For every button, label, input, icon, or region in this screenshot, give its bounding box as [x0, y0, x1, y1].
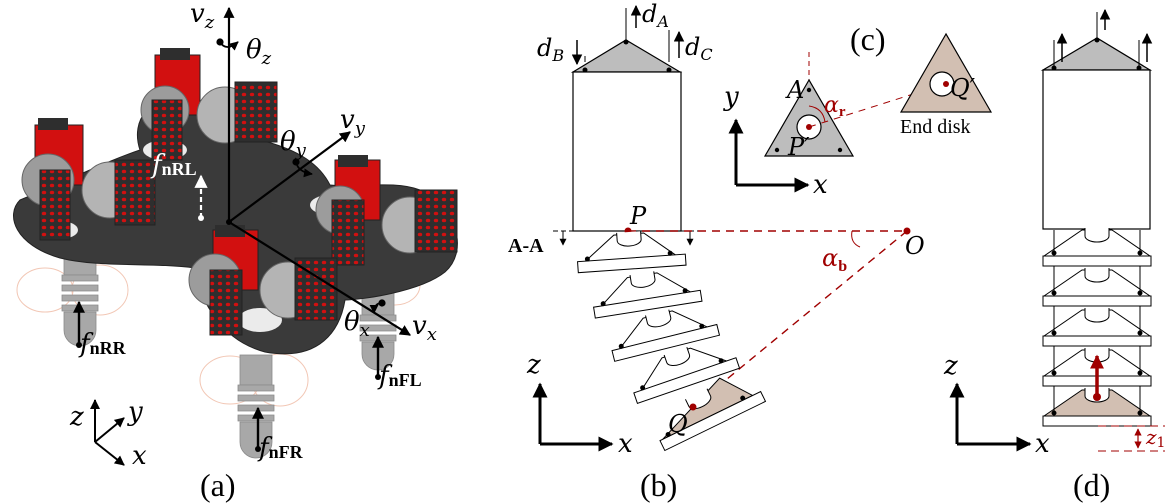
axes-c [728, 118, 810, 193]
axis-x-label-d: x [1035, 429, 1050, 459]
axes-b [532, 382, 614, 452]
top-disk-d [1040, 37, 1153, 71]
axis-z-label-d: z [943, 351, 958, 381]
body-axes [216, 6, 411, 336]
theta-z-label: θz [246, 35, 272, 69]
motor-module-left [21, 118, 156, 241]
d-a-label: dA [642, 0, 669, 31]
d-b-label: dB [537, 34, 564, 65]
vy-label: vy [340, 105, 366, 139]
caption-c: (c) [850, 21, 886, 57]
force-rr-label: fnRR [78, 329, 127, 359]
point-p-label: P [629, 202, 647, 230]
end-disk-label: End disk [900, 116, 971, 138]
axis-y-label-c: y [723, 82, 739, 112]
point-q-prime-label: Q′ [950, 74, 976, 102]
vy-axis [228, 131, 351, 223]
world-z-label: z [69, 402, 84, 432]
leg-cylinder-d [1042, 69, 1151, 230]
alpha-r-label: αr [824, 93, 846, 120]
axis-z-label-b: z [526, 350, 541, 380]
panel-c: (c) A P′ αr Q′ End disk y x [723, 21, 993, 200]
world-y-label: y [127, 397, 143, 427]
point-o-label: O [905, 232, 925, 260]
point-q-label: Q [668, 410, 688, 438]
vx-label: vx [412, 311, 437, 345]
d-c-label: dC [685, 33, 713, 64]
theta-x-label: θx [344, 307, 370, 341]
alpha-r-arc [808, 105, 826, 123]
section-label: A-A [508, 235, 544, 257]
axis-x-label-c: x [813, 170, 828, 200]
leg-cylinder [572, 71, 682, 232]
leg-fr [237, 354, 275, 459]
panel-d: z1 z x (d) [943, 8, 1165, 503]
axis-x-label-b: x [618, 429, 633, 459]
point-q [689, 403, 697, 411]
force-arrows [73, 174, 384, 452]
force-fr-label: fnFR [257, 433, 304, 463]
caption-b: (b) [640, 467, 677, 503]
vx-axis [228, 221, 411, 336]
panel-a: vz θz vy θy vx θx fnRL fnRR fnFL fnFR z … [13, 0, 458, 503]
world-x-label: x [132, 441, 147, 471]
motor-module-right [315, 155, 458, 266]
point-a-label: A [785, 76, 804, 104]
bent-disk-stack [577, 231, 767, 452]
world-frame [90, 399, 125, 466]
motor-module-rear [140, 48, 278, 161]
axes-d [949, 382, 1032, 452]
panel-b: dA dB dC A-A P O αb [508, 0, 925, 503]
alpha-b-arc [851, 230, 861, 248]
z1-label: z1 [1145, 425, 1165, 451]
point-p-prime-label: P′ [787, 133, 810, 161]
force-fl-label: fnFL [377, 361, 422, 391]
caption-a: (a) [200, 467, 236, 503]
top-disk [570, 39, 683, 73]
caption-d: (d) [1073, 467, 1110, 503]
vz-label: vz [190, 0, 215, 33]
theta-y-label: θy [280, 127, 307, 161]
alpha-b-label: αb [822, 244, 847, 275]
point-q-prime [943, 81, 949, 87]
